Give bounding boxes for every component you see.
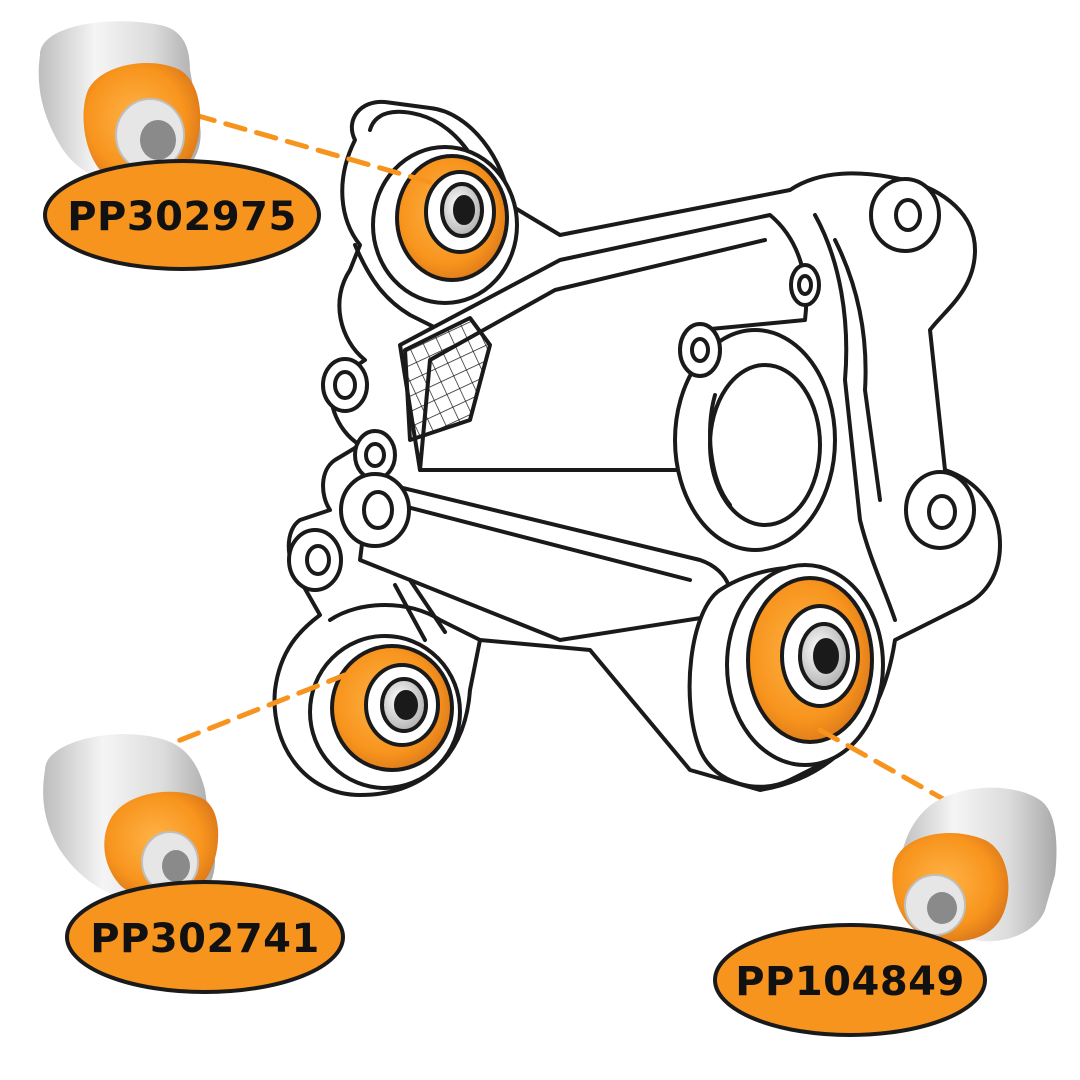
bushing-photo-pp104849 [892, 787, 1057, 942]
leader-line-pp302975 [192, 112, 443, 188]
small-bosses [287, 177, 976, 592]
installed-bushing-lower-left [308, 634, 462, 790]
leader-line-pp104849 [817, 727, 948, 803]
installed-bushing-right [725, 563, 885, 767]
lower-left-arm-rib [393, 578, 447, 642]
cross-arm-ridge [378, 498, 692, 582]
leader-line-pp302741 [147, 672, 348, 755]
right-vertical-arm-inner [833, 238, 882, 502]
installed-bushing-upper [371, 145, 519, 305]
callout-pp104849: PP104849 [713, 923, 987, 1037]
hub-bore-shade [708, 393, 732, 507]
bushing-photo-pp302975 [38, 21, 201, 186]
bushing-photo-pp302741 [43, 734, 219, 906]
part-number-label: PP302741 [90, 916, 320, 962]
part-number-label: PP104849 [735, 959, 965, 1005]
callout-pp302975: PP302975 [43, 159, 321, 271]
mesh-panel [403, 316, 492, 442]
callout-pp302741: PP302741 [65, 880, 345, 994]
right-vertical-arm [813, 213, 897, 622]
upper-ear-rib [353, 243, 442, 332]
leader-lines [147, 112, 948, 803]
part-number-label: PP302975 [67, 194, 297, 240]
hub-carrier-drawing [272, 99, 1002, 797]
